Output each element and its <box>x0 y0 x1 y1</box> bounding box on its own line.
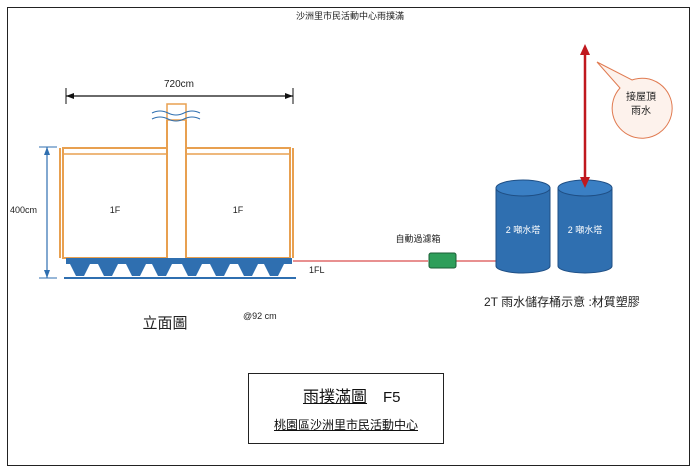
title-code: F5 <box>383 389 401 406</box>
title-subtitle: 桃園區沙洲里市民活動中心 <box>273 418 418 432</box>
elevation-caption: 立面圖 <box>142 315 187 332</box>
title-block: 雨撲滿圖 F5 桃園區沙洲里市民活動中心 <box>248 373 444 444</box>
ground-label: 1FL <box>309 265 325 275</box>
tank-right-label: 2 噸水塔 <box>568 224 603 235</box>
tank-left-label: 2 噸水塔 <box>506 224 541 235</box>
spacing-label: @92 cm <box>243 311 277 321</box>
roof-vent <box>151 103 201 122</box>
building-elevation <box>59 120 294 259</box>
filter-label: 自動過濾箱 <box>395 233 440 244</box>
width-label: 720cm <box>164 79 194 90</box>
foundation-blocks <box>66 258 292 276</box>
downspout-arrow <box>580 44 590 188</box>
title-block-main: 雨撲滿圖 F5 <box>303 383 401 407</box>
callout-bubble <box>596 61 673 139</box>
tank-left <box>495 179 551 274</box>
height-label: 400cm <box>10 205 37 215</box>
floor-label-right: 1F <box>233 205 244 215</box>
callout-line1: 接屋頂 <box>626 90 656 103</box>
width-dimension <box>65 88 294 104</box>
callout-line2: 雨水 <box>631 105 651 117</box>
height-dimension <box>39 146 57 279</box>
tank-caption: 2T 雨水儲存桶示意 :材質塑膠 <box>484 294 640 309</box>
title-main: 雨撲滿圖 <box>303 389 368 406</box>
floor-label-left: 1F <box>110 205 121 215</box>
filter-box <box>428 252 457 269</box>
header-title: 沙洲里市民活動中心雨撲滿 <box>296 10 404 21</box>
